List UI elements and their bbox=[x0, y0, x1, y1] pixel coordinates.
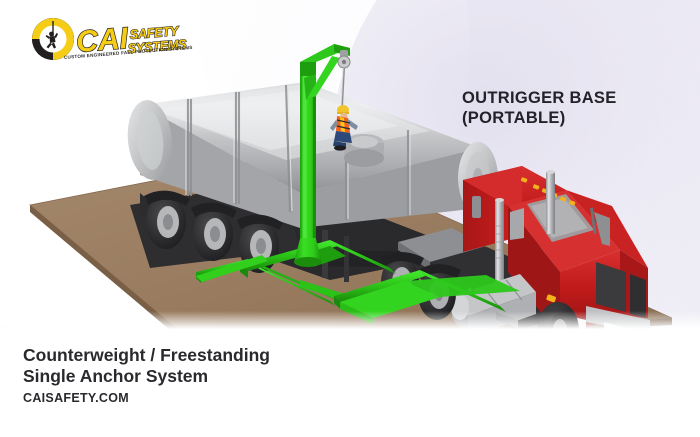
caption-website[interactable]: CAISAFETY.COM bbox=[23, 391, 129, 405]
outrigger-base-label: OUTRIGGER BASE (PORTABLE) bbox=[462, 88, 617, 128]
worker-figure bbox=[330, 105, 358, 151]
exhaust-stack bbox=[495, 198, 504, 288]
anchor-jib bbox=[300, 44, 350, 100]
outrigger-label-line2: (PORTABLE) bbox=[462, 109, 566, 127]
logo-graphic: CAI SAFETY SYSTEMS bbox=[32, 18, 188, 60]
logo-main-text: CAI bbox=[75, 22, 130, 59]
logo-safety-text: SAFETY bbox=[129, 23, 180, 42]
logo-systems-text: SYSTEMS bbox=[127, 36, 187, 56]
bottom-white-band bbox=[0, 329, 700, 437]
exhaust-stack bbox=[546, 170, 555, 234]
caption-line-1: Counterweight / Freestanding bbox=[23, 345, 270, 365]
lifeline-cable bbox=[340, 67, 345, 107]
caption-block: Counterweight / Freestanding Single Anch… bbox=[23, 345, 270, 405]
outrigger-label-line1: OUTRIGGER BASE bbox=[462, 89, 617, 107]
trailer-wheel bbox=[193, 207, 233, 261]
caption-line-2: Single Anchor System bbox=[23, 366, 209, 386]
logo-roundel bbox=[32, 18, 74, 60]
trailer-wheels bbox=[140, 190, 283, 273]
climber-icon bbox=[45, 31, 58, 49]
trailer-wheel bbox=[146, 195, 186, 249]
tank-hatch bbox=[344, 134, 384, 167]
cai-safety-logo[interactable]: CAI SAFETY SYSTEMS CUSTOM ENGINEERED FAL… bbox=[22, 14, 202, 70]
anchor-mast bbox=[300, 62, 316, 238]
bottom-fade bbox=[0, 311, 700, 329]
logo-wordmark: CAI SAFETY SYSTEMS bbox=[74, 21, 188, 59]
anchor-system bbox=[196, 44, 520, 325]
